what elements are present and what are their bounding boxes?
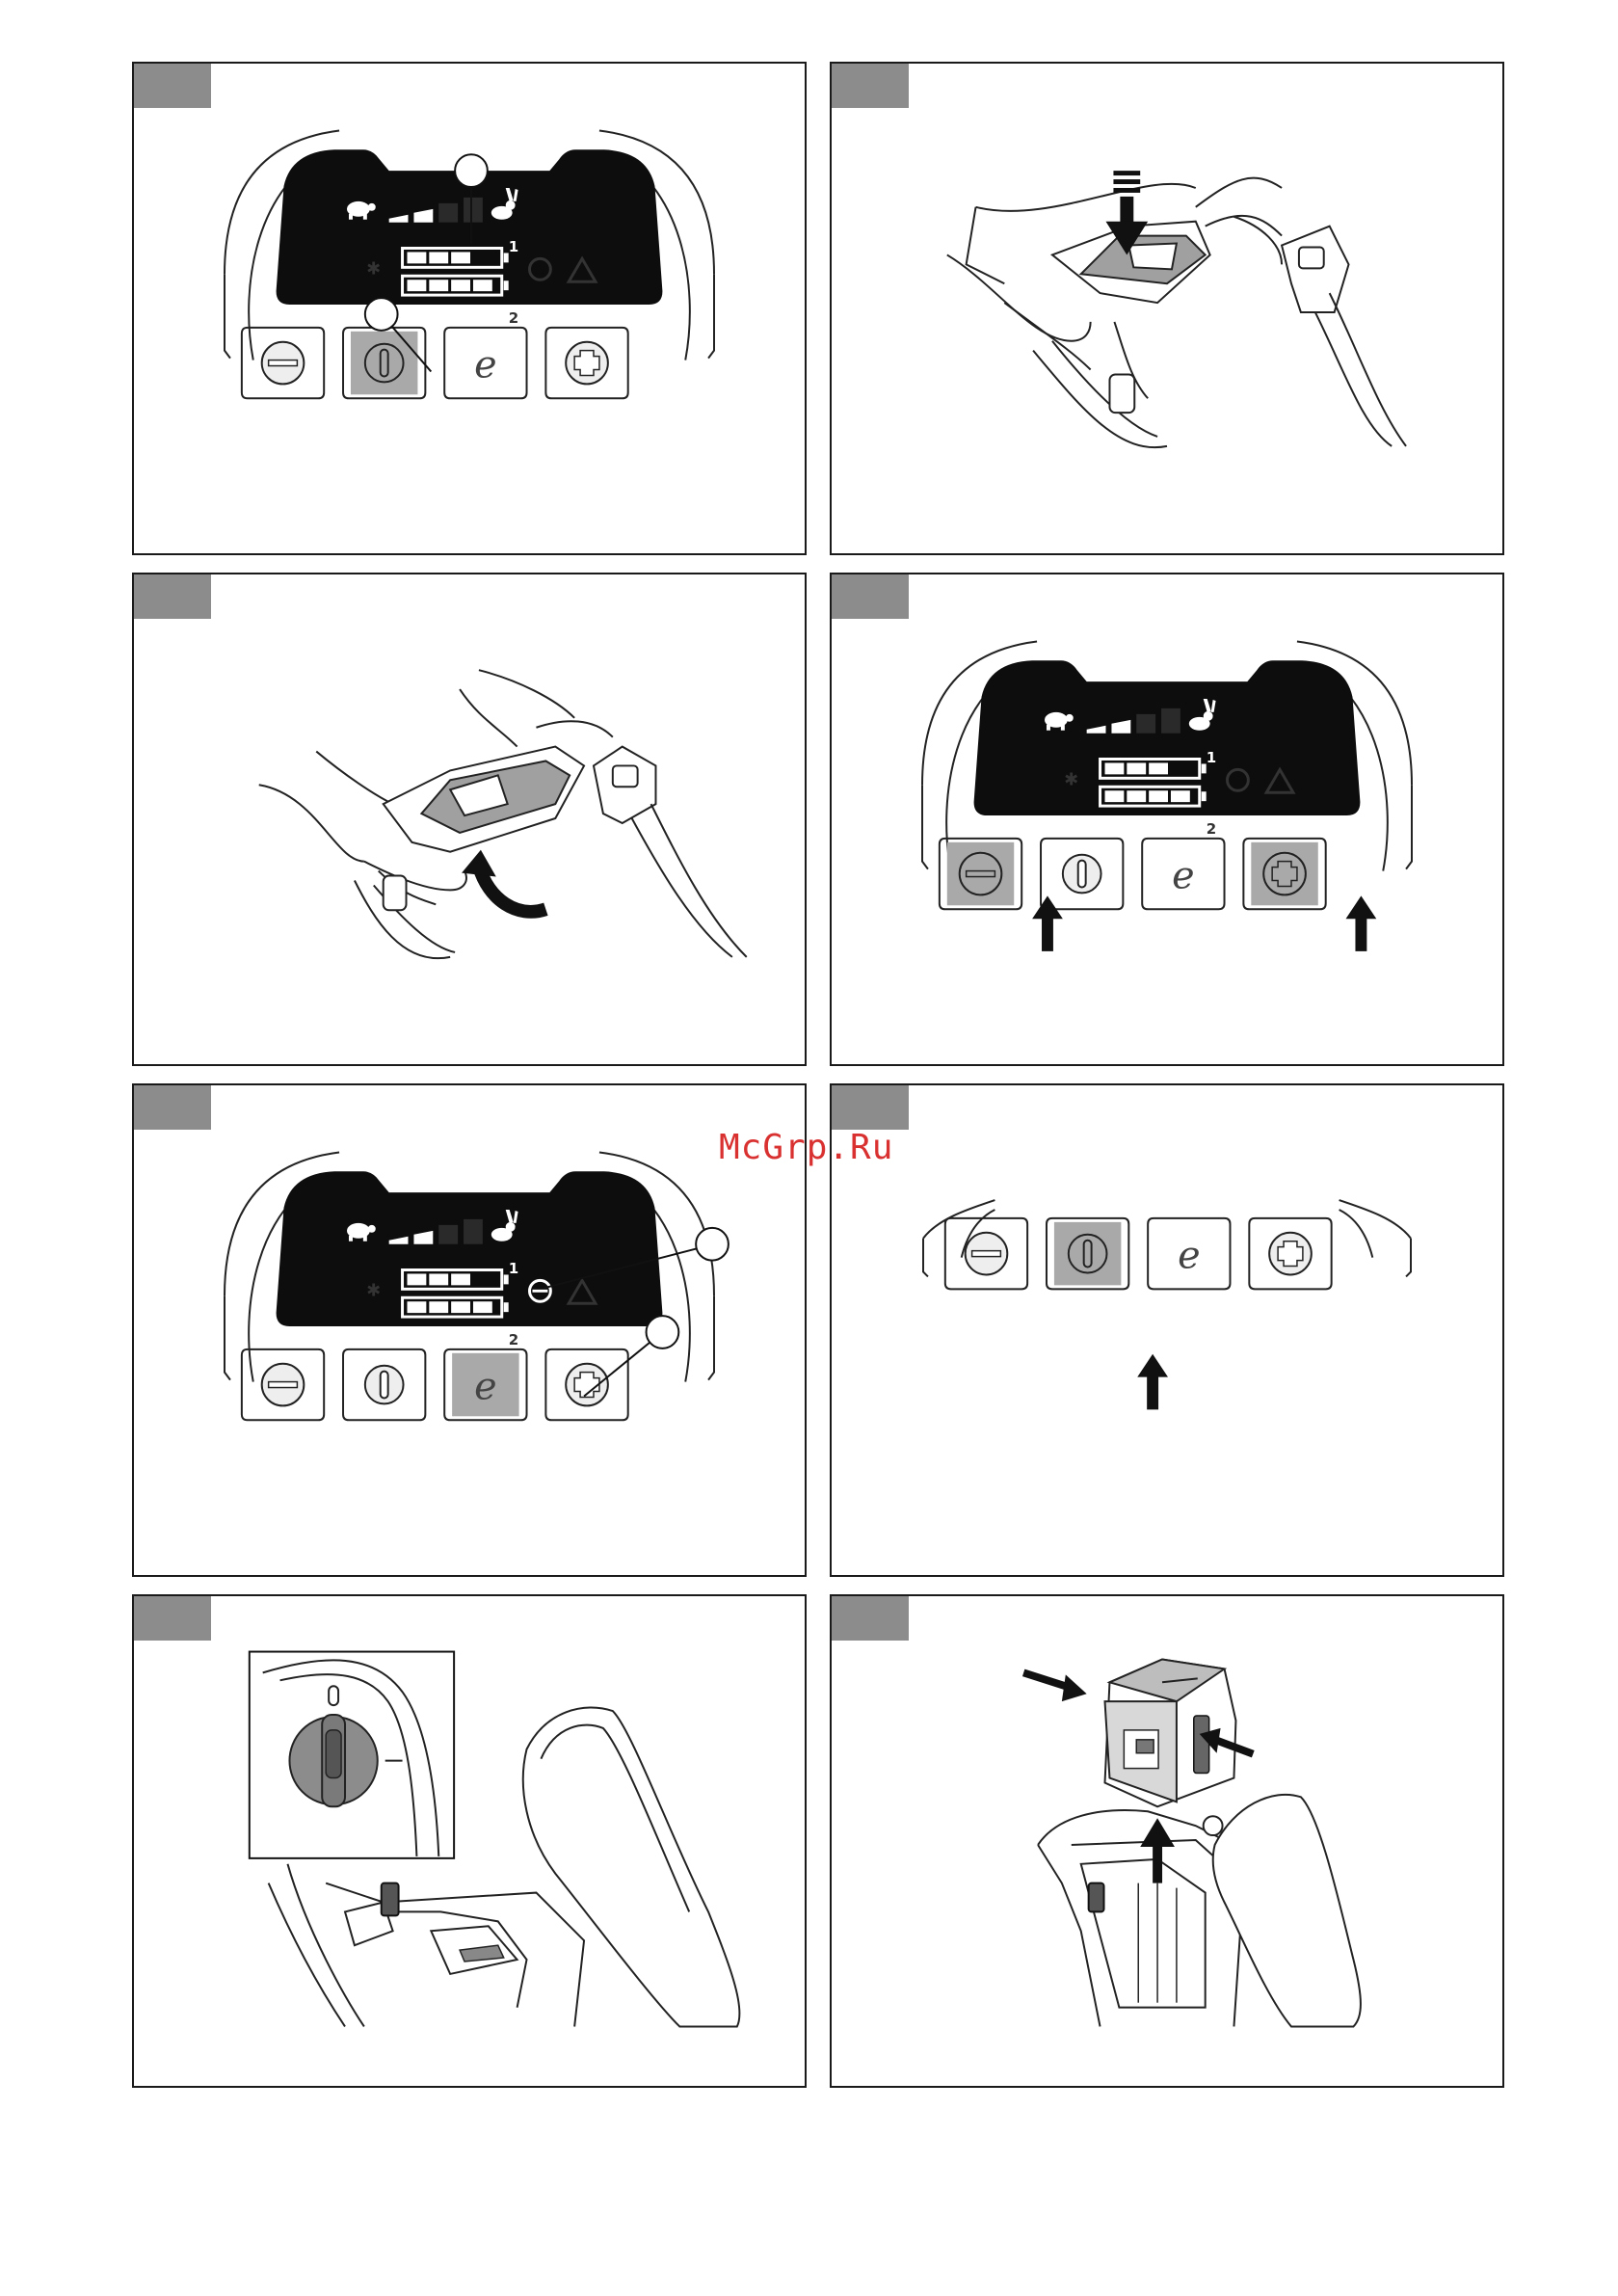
svg-text:✱: ✱ [366,1280,381,1300]
watermark-text: McGrp.Ru [719,1128,893,1167]
figure-panel-5: ✱ e 1 2 [132,1083,807,1577]
handle-fold-illustration [134,574,805,1064]
button-row-illustration: e [832,1085,1502,1575]
svg-text:e: e [474,1364,496,1408]
battery-slot-2-label: 2 [504,309,523,327]
control-panel-illustration: ✱ e [134,1085,805,1575]
battery-removal-illustration [832,1596,1502,2086]
figure-panel-3 [132,573,807,1066]
figure-panel-1: ✱ e 1 2 [132,62,807,555]
svg-text:✱: ✱ [366,258,381,279]
svg-text:✱: ✱ [1064,769,1078,789]
battery-slot-1-label: 1 [504,1260,523,1277]
control-panel-illustration: ✱ e [134,64,805,553]
figure-panel-2 [830,62,1504,555]
battery-compartment-illustration [134,1596,805,2086]
figure-panel-4: ✱ e 1 2 [830,573,1504,1066]
handle-clamp-illustration [832,64,1502,553]
battery-slot-2-label: 2 [1202,820,1221,838]
figure-panel-8 [830,1594,1504,2088]
control-panel-illustration: ✱ e [832,574,1502,1064]
battery-slot-1-label: 1 [504,238,523,255]
figure-panel-7 [132,1594,807,2088]
svg-text:e: e [1172,853,1194,897]
battery-slot-2-label: 2 [504,1331,523,1348]
svg-text:e: e [1178,1234,1200,1278]
svg-text:e: e [474,342,496,387]
figure-panel-6: e [830,1083,1504,1577]
battery-slot-1-label: 1 [1202,749,1221,766]
